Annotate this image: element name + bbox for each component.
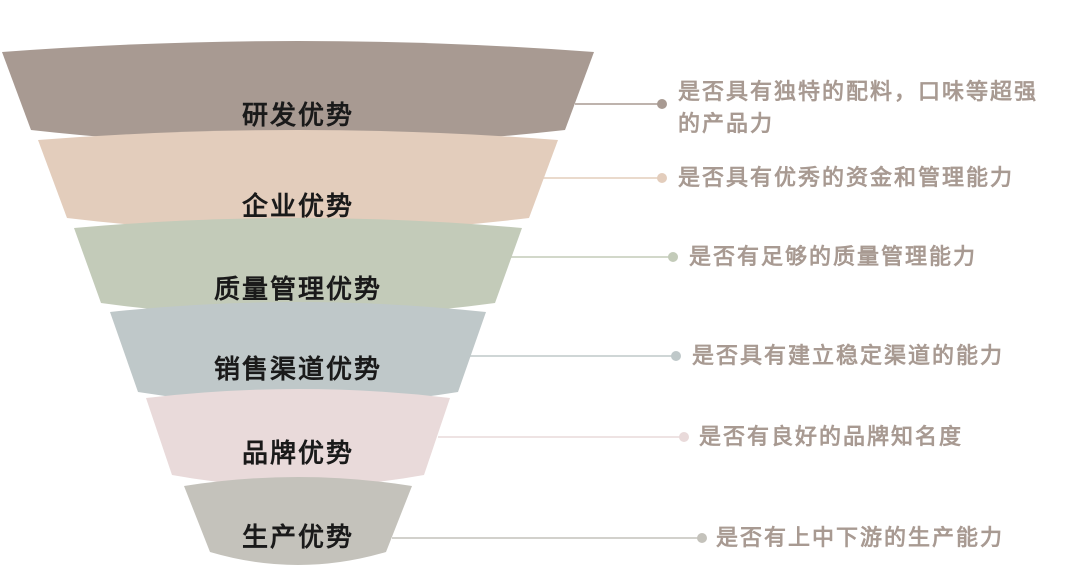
connector-lines xyxy=(392,99,707,543)
funnel-band-5 xyxy=(146,389,450,487)
layer-description-4: 是否具有建立稳定渠道的能力 xyxy=(692,343,1005,369)
layer-description-1: 是否具有独特的配料，口味等超强的产品力 xyxy=(678,79,1039,137)
connector-dot-6 xyxy=(697,533,707,543)
funnel-band-2 xyxy=(38,130,558,232)
layer-label-6: 生产优势 xyxy=(242,523,354,553)
funnel-bands xyxy=(2,41,594,565)
layer-description-6: 是否有上中下游的生产能力 xyxy=(716,525,1005,551)
connector-dot-3 xyxy=(668,252,678,262)
funnel-band-6 xyxy=(184,477,412,565)
layer-description-5: 是否有良好的品牌知名度 xyxy=(699,424,964,450)
connector-dot-2 xyxy=(657,173,667,183)
connector-dot-5 xyxy=(679,432,689,442)
layer-labels: 研发优势 企业优势 质量管理优势 销售渠道优势 品牌优势 生产优势 xyxy=(214,100,382,553)
funnel-band-4 xyxy=(110,302,486,405)
funnel-band-3 xyxy=(74,218,522,317)
layer-label-4: 销售渠道优势 xyxy=(214,354,382,385)
funnel-band-1 xyxy=(2,41,594,145)
connector-dot-4 xyxy=(671,351,681,361)
layer-label-2: 企业优势 xyxy=(242,191,354,222)
layer-label-1: 研发优势 xyxy=(242,100,354,131)
layer-label-5: 品牌优势 xyxy=(242,438,354,469)
layer-label-3: 质量管理优势 xyxy=(214,275,382,305)
layer-description-2: 是否具有优秀的资金和管理能力 xyxy=(678,165,1015,191)
layer-description-3: 是否有足够的质量管理能力 xyxy=(689,244,978,270)
connector-dot-1 xyxy=(657,99,667,109)
